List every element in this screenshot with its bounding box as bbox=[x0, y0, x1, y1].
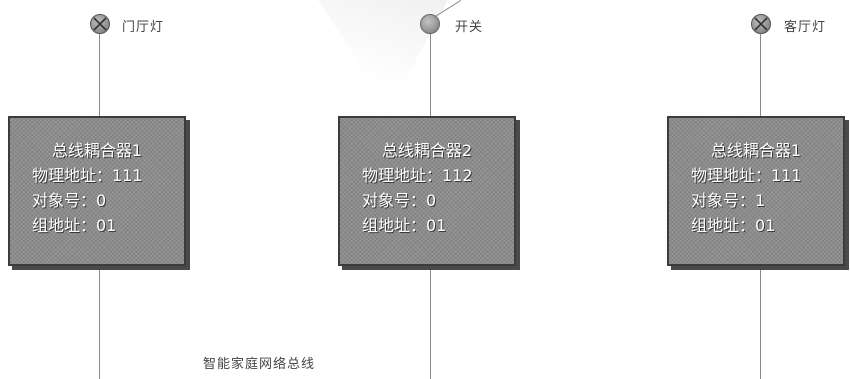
coupler-title: 总线耦合器1 bbox=[51, 141, 143, 160]
wire-left-bottom bbox=[99, 267, 100, 379]
coupler-object-number: 对象号：1 bbox=[691, 191, 766, 210]
lamp-icon bbox=[90, 14, 110, 34]
coupler-object-number: 对象号：0 bbox=[362, 191, 437, 210]
wire-right-top bbox=[760, 32, 761, 116]
wire-middle-bottom bbox=[430, 267, 431, 379]
coupler-title: 总线耦合器1 bbox=[710, 141, 802, 160]
wire-middle-top bbox=[430, 33, 431, 116]
switch-icon bbox=[420, 14, 440, 34]
wire-left-top bbox=[99, 32, 100, 116]
device-label-living-light: 客厅灯 bbox=[784, 20, 827, 35]
coupler-object-number: 对象号：0 bbox=[32, 191, 107, 210]
bus-coupler-box: 总线耦合器2 物理地址：112 对象号：0 组地址：01 bbox=[338, 116, 516, 266]
bus-coupler-box: 总线耦合器1 物理地址：111 对象号：1 组地址：01 bbox=[667, 116, 845, 266]
coupler-group-address: 组地址：01 bbox=[691, 216, 776, 235]
coupler-physical-address: 物理地址：111 bbox=[691, 166, 802, 185]
device-label-switch: 开关 bbox=[455, 20, 484, 35]
coupler-title: 总线耦合器2 bbox=[381, 141, 473, 160]
lamp-icon bbox=[751, 14, 771, 34]
bus-label: 智能家庭网络总线 bbox=[203, 357, 316, 372]
coupler-physical-address: 物理地址：112 bbox=[362, 166, 473, 185]
coupler-physical-address: 物理地址：111 bbox=[32, 166, 143, 185]
wire-right-bottom bbox=[760, 267, 761, 379]
coupler-group-address: 组地址：01 bbox=[362, 216, 447, 235]
device-label-hall-light: 门厅灯 bbox=[122, 20, 165, 35]
coupler-group-address: 组地址：01 bbox=[32, 216, 117, 235]
bus-coupler-box: 总线耦合器1 物理地址：111 对象号：0 组地址：01 bbox=[8, 116, 186, 266]
